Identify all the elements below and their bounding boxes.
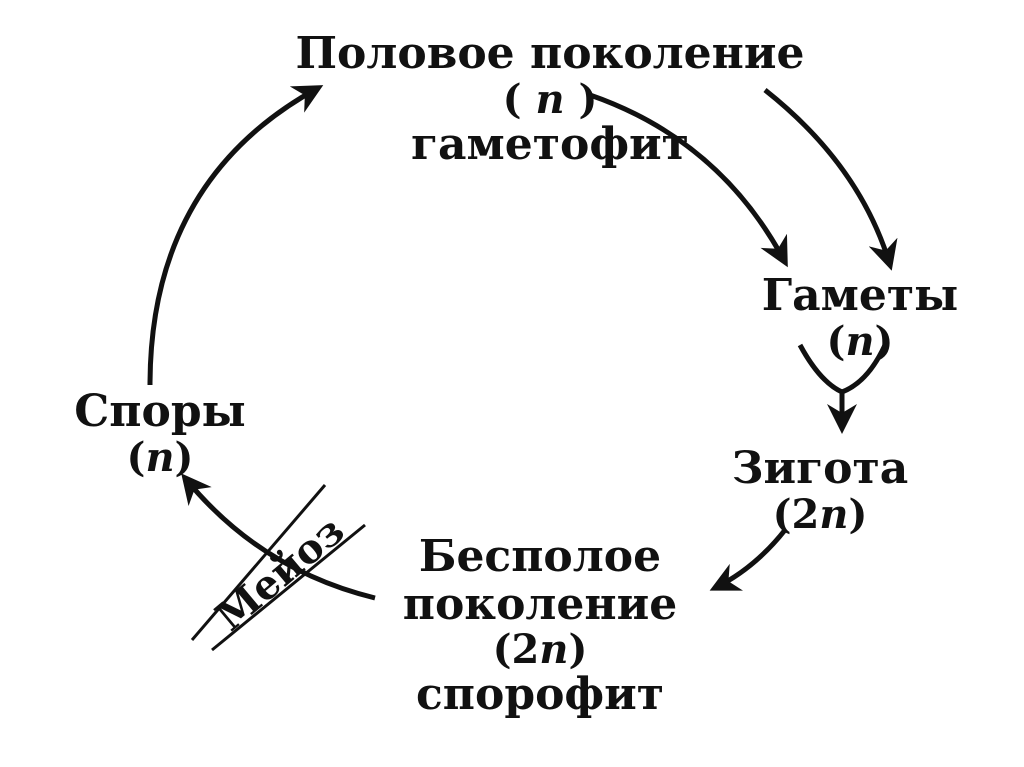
spores-ploidy: (n): [126, 433, 194, 481]
gametes-node: Гаметы (n): [700, 272, 1020, 363]
gametophyte-name: гаметофит: [411, 118, 689, 170]
spores-title: Споры: [74, 386, 246, 437]
zygote-title: Зигота: [731, 443, 909, 494]
meiosis-frame-lower-line: [211, 523, 366, 652]
zygote-node: Зигота (2n): [680, 445, 960, 536]
sporophyte-title-line1: Бесполое: [418, 531, 662, 582]
gamete-fusion-left-stroke: [797, 343, 844, 395]
sporophyte-title-line2: поколение: [402, 578, 678, 630]
sporophyte-name: спорофит: [415, 669, 665, 721]
spores-node: Споры (n): [40, 388, 280, 479]
zygote-ploidy: (2n): [772, 490, 868, 538]
gametophyte-node: Половое поколение ( n ) гаметофит: [230, 30, 870, 168]
arrow-gametophyte-to-gametes-inner: [589, 92, 788, 268]
sporophyte-node: Бесполое поколение (2n) спорофит: [350, 533, 730, 719]
gametophyte-ploidy: ( n ): [502, 75, 598, 123]
arrow-zygote-to-sporophyte: [709, 528, 787, 591]
gamete-fusion-right-stroke: [841, 343, 888, 395]
arrow-gametophyte-to-gametes-outer: [763, 88, 898, 271]
arrow-spores-to-gametophyte: [147, 85, 324, 386]
gametophyte-title: Половое поколение: [295, 28, 805, 79]
gametes-title: Гаметы: [761, 270, 959, 321]
gametes-ploidy: (n): [826, 317, 894, 365]
meiosis-frame-upper-line: [190, 484, 327, 641]
arrow-sporophyte-to-spores: [181, 473, 376, 601]
sporophyte-ploidy: (2n): [492, 626, 588, 674]
